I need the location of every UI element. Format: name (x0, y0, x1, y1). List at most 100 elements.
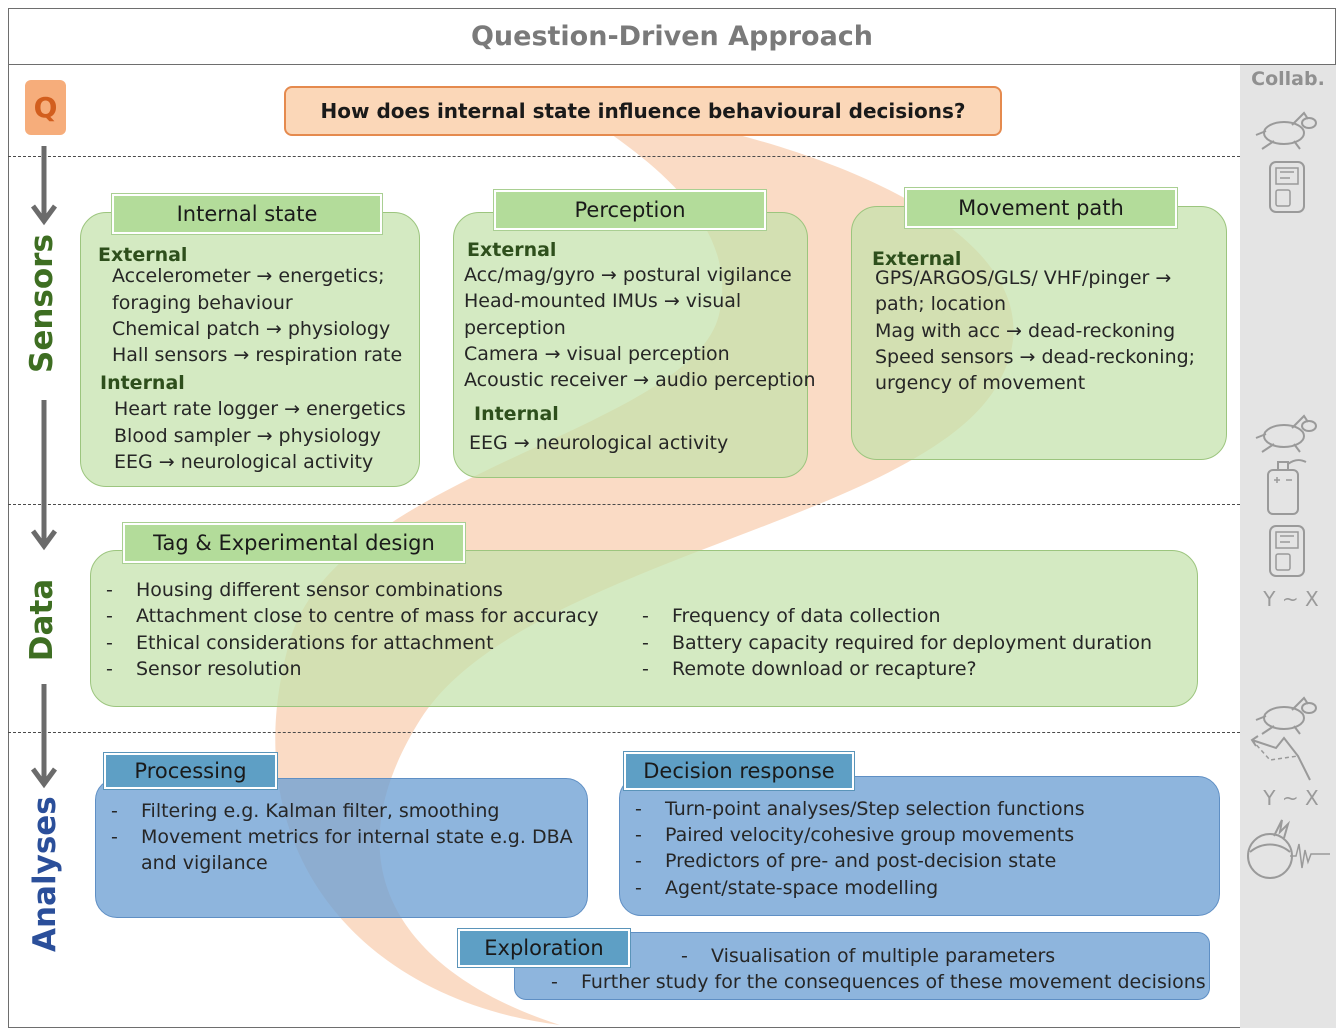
collab-label: Collab. (1251, 68, 1325, 90)
perception-title: Perception (494, 190, 766, 230)
section-label-sensors: Sensors (24, 234, 60, 373)
collab-formula: Y ~ X (1263, 587, 1319, 611)
question-badge: Q (25, 80, 66, 135)
internal-state-internal-line: EEG → neurological activity (114, 451, 374, 473)
question-badge-letter: Q (33, 91, 58, 124)
question-box: How does internal state influence behavi… (284, 86, 1002, 136)
bullet: - (642, 605, 649, 627)
tag-device-icon (1269, 525, 1305, 577)
perception-external-line: Camera → visual perception (464, 343, 730, 365)
internal-state-internal-line: Blood sampler → physiology (114, 425, 381, 447)
section-label-analyses: Analyses (27, 796, 63, 952)
bullet: - (551, 971, 558, 993)
processing-box (95, 778, 588, 918)
tag-design-right-item: - Battery capacity required for deploymen… (642, 630, 1152, 657)
internal-state-external-line: Hall sensors → respiration rate (112, 344, 403, 366)
separator-line (8, 504, 1240, 505)
exploration-box (514, 932, 1210, 1000)
down-arrow-icon (30, 146, 58, 226)
tag-design-left-item: -Sensor resolution (106, 656, 302, 683)
decision-response-text: Agent/state-space modelling (665, 877, 939, 899)
tag-design-right-text: Frequency of data collection (672, 605, 941, 627)
tag-design-right-item: - Remote download or recapture? (642, 656, 977, 683)
perception-internal-heading: Internal (474, 403, 559, 425)
collab-formula: Y ~ X (1263, 786, 1319, 810)
tag-design-right-text: Remote download or recapture? (672, 658, 977, 680)
movement-path-external-line: Mag with acc → dead-reckoning (875, 320, 1176, 342)
perception-external-line: Head-mounted IMUs → visual (464, 290, 742, 312)
movement-path-external-heading: External (872, 248, 962, 270)
tag-device-icon (1269, 161, 1305, 213)
bullet: - (106, 632, 113, 654)
page-title: Question-Driven Approach (8, 8, 1336, 65)
bullet: - (642, 632, 649, 654)
internal-state-internal-heading: Internal (100, 372, 185, 394)
movement-path-box (851, 206, 1227, 460)
bullet: - (635, 850, 642, 872)
internal-state-internal-line: Heart rate logger → energetics (114, 398, 406, 420)
internal-state-external-line: Accelerometer → energetics; (112, 265, 385, 287)
decision-response-text: Predictors of pre- and post-decision sta… (665, 850, 1057, 872)
down-arrow-icon (30, 684, 58, 789)
question-text: How does internal state influence behavi… (320, 99, 966, 123)
section-label-data: Data (24, 578, 60, 662)
bullet: - (635, 798, 642, 820)
tag-design-right-text: Battery capacity required for deployment… (672, 632, 1153, 654)
turtle-icon (1255, 696, 1317, 735)
decision-response-item: - Paired velocity/cohesive group movement… (635, 822, 1074, 849)
perception-box (453, 212, 808, 478)
tag-design-box (90, 550, 1198, 707)
decision-response-title: Decision response (624, 752, 854, 790)
decision-response-text: Paired velocity/cohesive group movements (665, 824, 1075, 846)
decision-response-box (619, 776, 1220, 916)
tag-design-title: Tag & Experimental design (123, 523, 465, 563)
bullet: - (111, 800, 118, 822)
separator-line (8, 732, 1240, 733)
bullet: - (635, 877, 642, 899)
exploration-title: Exploration (458, 929, 630, 967)
tag-design-right-item: - Frequency of data collection (642, 603, 941, 630)
brain-eeg-icon (1247, 819, 1330, 879)
movement-path-external-line: GPS/ARGOS/GLS/ VHF/pinger → (875, 267, 1172, 289)
bullet: - (642, 658, 649, 680)
tag-design-left-text: Ethical considerations for attachment (136, 632, 494, 654)
bullet: - (106, 658, 113, 680)
perception-internal-line: EEG → neurological activity (469, 432, 729, 454)
movement-path-title: Movement path (905, 188, 1177, 228)
bullet: - (111, 826, 118, 848)
tag-design-left-item: - Housing different sensor combinations (106, 577, 503, 604)
exploration-item: -Visualisation of multiple parameters (681, 943, 1055, 970)
tag-design-left-item: - Ethical considerations for attachment (106, 630, 494, 657)
processing-item: -Filtering e.g. Kalman filter, smoothing (111, 798, 499, 825)
movement-path-external-line: Speed sensors → dead-reckoning; (875, 346, 1196, 368)
path-track-icon (1250, 735, 1311, 781)
internal-state-external-line: Chemical patch → physiology (112, 318, 391, 340)
perception-external-line: perception (464, 317, 566, 339)
tag-design-left-text: Housing different sensor combinations (136, 579, 503, 601)
processing-item-continuation: and vigilance (141, 852, 268, 874)
decision-response-item: - Predictors of pre- and post-decision st… (635, 848, 1056, 875)
internal-state-external-heading: External (98, 244, 188, 266)
decision-response-text: Turn-point analyses/Step selection funct… (665, 798, 1085, 820)
tag-design-left-item: -Attachment close to centre of mass for … (106, 603, 599, 630)
internal-state-external-line: foraging behaviour (112, 292, 293, 314)
processing-title: Processing (104, 753, 277, 789)
exploration-item: -Further study for the consequences of t… (551, 969, 1206, 996)
movement-path-external-line: urgency of movement (875, 372, 1086, 394)
bullet: - (681, 945, 688, 967)
decision-response-item: - Turn-point analyses/Step selection func… (635, 796, 1085, 823)
movement-path-external-line: path; location (875, 293, 1007, 315)
internal-state-title: Internal state (112, 194, 382, 234)
perception-external-heading: External (467, 239, 557, 261)
perception-external-line: Acoustic receiver → audio perception (464, 369, 816, 391)
turtle-icon (1255, 414, 1317, 453)
decision-response-item: - Agent/state-space modelling (635, 875, 938, 902)
tag-design-left-text: Attachment close to centre of mass for a… (136, 605, 599, 627)
turtle-icon (1255, 111, 1317, 150)
perception-external-line: Acc/mag/gyro → postural vigilance (464, 264, 792, 286)
processing-item: -Movement metrics for internal state e.g… (111, 824, 573, 851)
bullet: - (106, 579, 113, 601)
separator-line (8, 156, 1240, 157)
bullet: - (635, 824, 642, 846)
down-arrow-icon (30, 400, 58, 551)
